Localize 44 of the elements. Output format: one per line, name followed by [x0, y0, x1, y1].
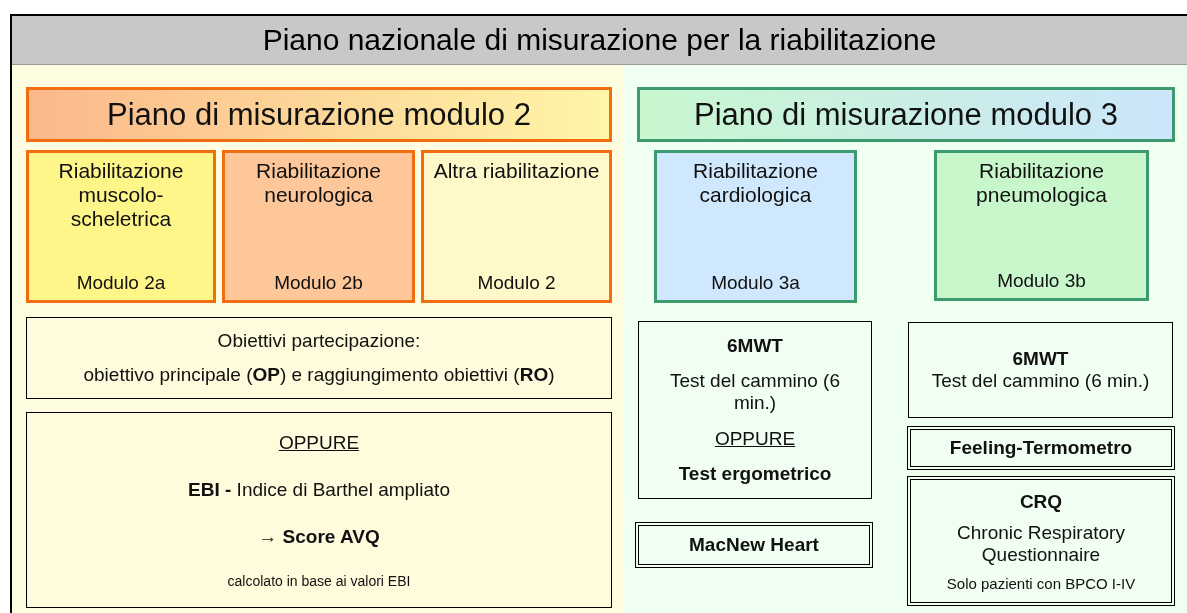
bold-text: Feeling-Termometro — [949, 437, 1133, 459]
label-text: Riabilitazione neurologica — [255, 159, 382, 207]
text-box — [26, 317, 612, 399]
module-label: Modulo 3b — [997, 270, 1086, 292]
text-box — [635, 522, 873, 568]
label-text: EBI - Indice di Barthel ampliato — [188, 478, 450, 501]
text-box — [907, 426, 1175, 470]
title-banner: Piano nazionale di misurazione per la riabilitazione — [12, 16, 1187, 65]
underlined-text: OPPURE — [714, 427, 796, 450]
label-text: Riabilitazione cardiologica — [692, 159, 819, 207]
label-text: Obiettivi partecipazione: — [217, 330, 421, 352]
module-box — [26, 150, 216, 303]
module-label: Modulo 2a — [76, 272, 166, 294]
text-box — [26, 412, 612, 608]
text-box — [638, 321, 872, 499]
label-text: Riabilitazione pneumologica — [975, 159, 1108, 207]
module-label: Modulo 3a — [711, 272, 800, 294]
module-label: Modulo 2 — [477, 272, 556, 294]
bold-text: Test ergometrico — [678, 463, 832, 486]
bold-text: MacNew Heart — [689, 534, 819, 556]
text-box — [907, 476, 1175, 606]
bold-text: 6MWT — [727, 334, 783, 357]
label-text: Test del cammino (6 min.) — [669, 370, 841, 415]
label-text: Altra riabilitazione — [433, 159, 600, 183]
module-box — [654, 150, 857, 303]
underlined-text: OPPURE — [278, 431, 360, 454]
label-text: Test del cammino (6 min.) — [931, 370, 1150, 392]
note-text: Solo pazienti con BPCO I-IV — [946, 574, 1136, 592]
note-text: calcolato in base ai valori EBI — [227, 572, 411, 589]
bold-text: CRQ — [1019, 490, 1063, 513]
label-text: Riabilitazione muscolo-scheletrica — [57, 159, 185, 231]
module-box — [934, 150, 1149, 301]
heading-box — [26, 87, 612, 142]
heading-box — [637, 87, 1175, 142]
module-box — [421, 150, 612, 303]
label-text: Chronic Respiratory Questionnaire — [956, 521, 1126, 566]
module-label: Modulo 2b — [274, 272, 363, 294]
bold-text: 6MWT — [1012, 348, 1069, 370]
label-text: obiettivo principale (OP) e raggiungimento obiettivi (RO) — [83, 364, 555, 386]
bold-text: → Score AVQ — [258, 525, 380, 548]
text-box — [908, 322, 1173, 418]
module-box — [222, 150, 415, 303]
label-text: Piano di misurazione modulo 2 — [107, 96, 531, 133]
label-text: Piano di misurazione modulo 3 — [694, 96, 1118, 133]
